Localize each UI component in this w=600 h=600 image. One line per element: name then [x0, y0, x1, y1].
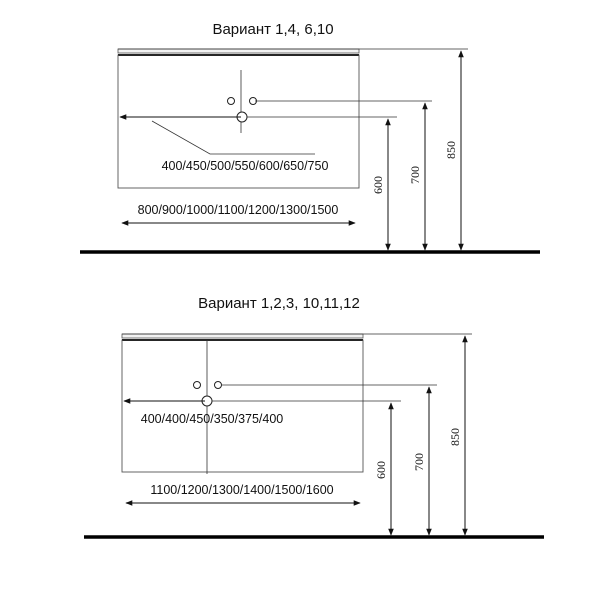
variant-a-height-600-label: 600 — [371, 176, 385, 194]
variant-a-width-label: 800/900/1000/1100/1200/1300/1500 — [138, 203, 339, 217]
variant-a-depth-leader — [151, 120, 315, 155]
variant-b-depth-label: 400/400/450/350/375/400 — [141, 412, 284, 426]
variant-b-countertop — [121, 333, 364, 339]
variant-a-height-700-label: 700 — [408, 166, 422, 184]
variant-a-title: Вариант 1,4, 6,10 — [212, 21, 333, 38]
variant-a-drawing: Вариант 1,4, 6,10 400/450/500/550/600/65… — [80, 21, 540, 254]
variant-b-title: Вариант 1,2,3, 10,11,12 — [198, 295, 360, 312]
variant-b-faucet-hole-right — [214, 381, 222, 389]
variant-b-height-600-label: 600 — [374, 461, 388, 479]
variant-a-cabinet — [117, 54, 360, 189]
variant-b-height-850-label: 850 — [448, 428, 462, 446]
variant-a-depth-label: 400/450/500/550/600/650/750 — [162, 159, 329, 173]
variant-b-faucet-hole-left — [193, 381, 201, 389]
variant-b-width-label: 1100/1200/1300/1400/1500/1600 — [150, 483, 333, 497]
variant-b-height-700-label: 700 — [412, 453, 426, 471]
variant-a-faucet-hole-left — [227, 97, 235, 105]
variant-b-cabinet — [121, 339, 364, 473]
variant-a-height-850-label: 850 — [444, 141, 458, 159]
variant-a-countertop — [117, 48, 360, 54]
variant-b-drawing: Вариант 1,2,3, 10,11,12 400/400/450/350/… — [84, 295, 544, 539]
